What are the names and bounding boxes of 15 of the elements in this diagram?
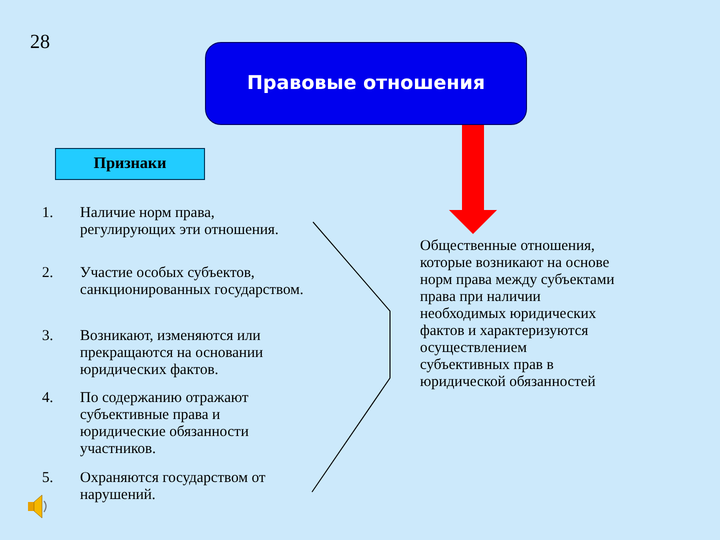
definition-text: Общественные отношения, которые возникают на основе норм права между субъектами права при наличии необходимых юридических фактов и характеризуются осуществлением субъективных прав в юридической обязанностей: [420, 238, 620, 453]
list-item-text: По содержанию отражают субъективные права и юридические обязанности участников.: [80, 390, 250, 458]
page-number: 28: [30, 30, 50, 55]
list-item-text: Охраняются государством от нарушений.: [80, 470, 266, 504]
heading-box: Признаки: [55, 148, 205, 180]
list-number: 4.: [42, 390, 54, 408]
list-number: 1.: [42, 205, 54, 223]
title-box: Правовые отношения: [205, 42, 527, 125]
list-number: 3.: [42, 328, 54, 346]
list-number: 2.: [42, 265, 54, 283]
list-number: 5.: [42, 470, 54, 488]
list-item-text: Возникают, изменяются или прекращаются на основании юридических фактов.: [80, 328, 264, 379]
arrow: [449, 125, 497, 234]
list-item-text: Наличие норм права, регулирующих эти отношения.: [80, 205, 280, 239]
list-item-text: Участие особых субъектов, санкционированных государством.: [80, 265, 304, 299]
